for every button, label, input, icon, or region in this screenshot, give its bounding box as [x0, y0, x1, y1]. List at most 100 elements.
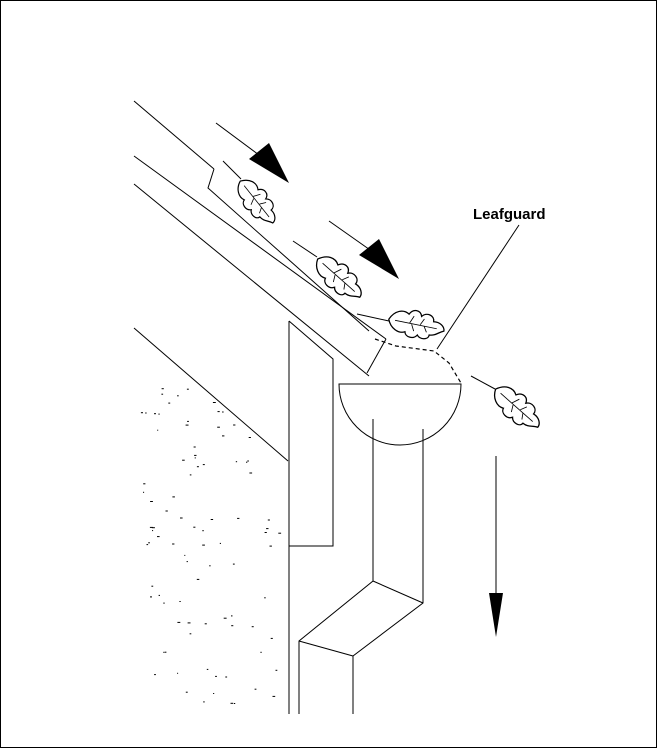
leafguard-label: Leafguard: [473, 206, 546, 223]
stucco-speck: [163, 651, 165, 653]
stucco-speck: [248, 437, 251, 438]
soffit-line: [133, 327, 289, 462]
stucco-speck: [272, 695, 276, 697]
stucco-speck: [143, 483, 146, 485]
stucco-speck: [204, 623, 207, 625]
down-arrow: [489, 456, 503, 637]
stucco-speck: [232, 563, 235, 565]
stucco-speck: [163, 602, 165, 604]
stucco-speck: [264, 597, 266, 599]
leafguard-callout-line: [436, 224, 520, 350]
stucco-speck: [185, 424, 189, 426]
stucco-speck: [161, 393, 164, 395]
stucco-speck: [235, 461, 238, 463]
stucco-speck: [202, 464, 205, 466]
stucco-speck: [186, 561, 188, 563]
stucco-speck: [165, 510, 168, 512]
stucco-speck: [157, 429, 159, 431]
stucco-speck: [161, 388, 164, 390]
stucco-speck: [185, 691, 188, 693]
stucco-speck: [217, 411, 220, 413]
stucco-speck: [202, 544, 205, 546]
wall-stucco-texture: [140, 388, 282, 704]
stucco-speck: [269, 545, 272, 547]
stucco-speck: [168, 402, 171, 404]
roof-shingles: [133, 100, 387, 377]
stucco-speck: [270, 637, 273, 639]
stucco-speck: [194, 457, 196, 459]
stucco-speck: [251, 626, 254, 628]
leafguard-screen: [374, 338, 462, 384]
stucco-speck: [231, 625, 234, 627]
stucco-speck: [233, 703, 236, 704]
stucco-speck: [189, 633, 192, 635]
stucco-speck: [246, 461, 248, 463]
stucco-speck: [186, 388, 189, 390]
stucco-speck: [223, 617, 227, 619]
stucco-speck: [189, 474, 192, 476]
stucco-speck: [177, 395, 179, 397]
stucco-speck: [172, 496, 175, 498]
stucco-speck: [193, 526, 196, 528]
stucco-speck: [267, 519, 270, 521]
stucco-speck: [266, 528, 269, 530]
stucco-speck: [278, 532, 282, 534]
stucco-speck: [180, 517, 183, 519]
stucco-speck: [151, 527, 155, 529]
stucco-speck: [231, 615, 233, 617]
stucco-speck: [143, 491, 145, 493]
stucco-speck: [213, 693, 215, 694]
leaf-1: [222, 160, 285, 231]
stucco-speck: [150, 596, 152, 598]
stucco-speck: [157, 536, 160, 538]
stucco-speck: [275, 669, 278, 671]
stucco-speck: [260, 651, 262, 653]
stucco-speck: [222, 435, 225, 437]
stucco-speck: [149, 526, 153, 528]
stucco-speck: [172, 543, 175, 545]
stucco-speck: [217, 426, 220, 428]
stucco-speck: [146, 544, 149, 546]
gutter-body: [338, 383, 462, 446]
stucco-speck: [187, 420, 189, 422]
stucco-speck: [206, 668, 209, 670]
stucco-speck: [237, 517, 240, 519]
stucco-speck: [203, 701, 205, 703]
flow-arrow-middle: [328, 220, 399, 279]
stucco-speck: [177, 621, 181, 623]
stucco-speck: [219, 542, 221, 544]
stucco-speck: [230, 702, 234, 704]
leaf-4: [470, 375, 549, 438]
stucco-speck: [182, 459, 185, 461]
stucco-speck: [193, 446, 196, 448]
stucco-speck: [225, 676, 228, 678]
stucco-speck: [158, 594, 160, 596]
stucco-speck: [215, 675, 217, 677]
stucco-speck: [247, 460, 249, 462]
flow-arrow-upper: [215, 122, 289, 183]
leaf-3: [356, 305, 448, 344]
fascia-board: [288, 320, 334, 714]
leaf-2: [292, 240, 371, 308]
stucco-speck: [150, 501, 153, 502]
stucco-speck: [152, 530, 154, 532]
stucco-speck: [222, 411, 224, 413]
stucco-speck: [233, 424, 236, 426]
stucco-speck: [177, 672, 179, 674]
stucco-speck: [158, 413, 160, 415]
stucco-speck: [154, 674, 156, 676]
stucco-speck: [154, 413, 156, 415]
stucco-speck: [184, 554, 186, 556]
stucco-speck: [164, 651, 167, 653]
stucco-speck: [249, 472, 253, 474]
stucco-speck: [202, 530, 204, 532]
stucco-speck: [179, 601, 181, 602]
stucco-speck: [148, 542, 150, 544]
stucco-speck: [145, 412, 147, 414]
downspout: [298, 419, 424, 714]
stucco-speck: [196, 466, 199, 468]
stucco-speck: [140, 412, 143, 414]
stucco-speck: [196, 578, 200, 580]
